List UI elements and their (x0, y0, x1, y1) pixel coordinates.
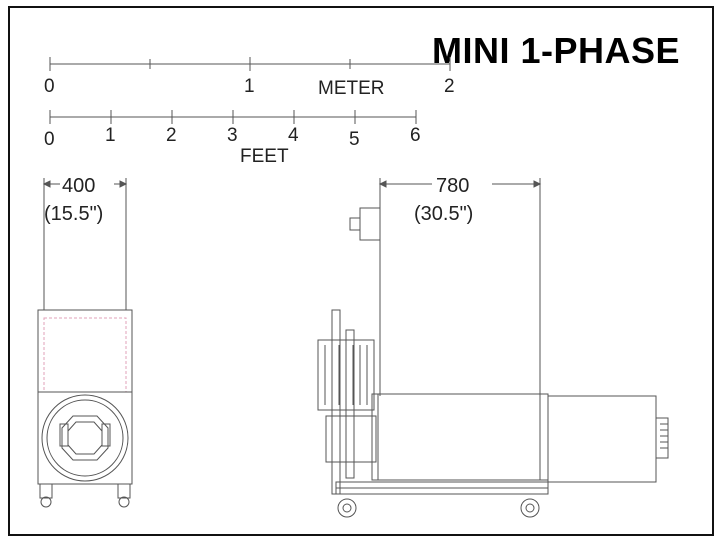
meter-tick-0: 0 (44, 76, 55, 97)
front-width-in: (15.5") (44, 203, 103, 225)
feet-tick-6: 6 (410, 125, 421, 146)
feet-tick-1: 1 (105, 125, 116, 146)
side-length-in: (30.5") (414, 203, 473, 225)
meter-unit-label: METER (318, 78, 385, 99)
meter-tick-1: 1 (244, 76, 255, 97)
feet-tick-4: 4 (288, 125, 299, 146)
front-width-mm: 400 (62, 175, 95, 197)
meter-tick-2: 2 (444, 76, 455, 97)
feet-tick-5: 5 (349, 129, 360, 150)
feet-tick-3: 3 (227, 125, 238, 146)
front-view (37, 178, 133, 508)
feet-unit-label: FEET (240, 146, 289, 167)
side-length-mm: 780 (436, 175, 469, 197)
side-view (317, 178, 669, 518)
feet-tick-2: 2 (166, 125, 177, 146)
feet-tick-0: 0 (44, 129, 55, 150)
page-title: MINI 1-PHASE (432, 30, 681, 71)
